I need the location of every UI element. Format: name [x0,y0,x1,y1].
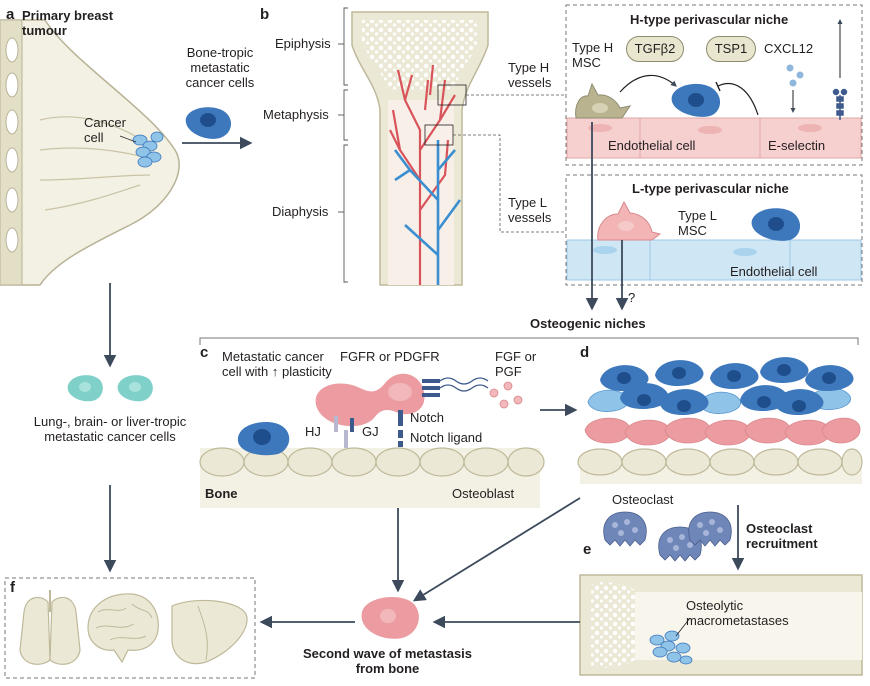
fgf-label: FGF or PGF [495,349,537,379]
osteogenic-bracket [199,337,859,345]
notch-label: Notch [410,410,444,425]
long-bone-illustration [351,11,566,286]
gj-label: GJ [362,424,379,439]
type-h-vessels-label: Type H vessels [508,60,552,90]
panel-f-letter: f [10,579,15,596]
e-selectin-label: E-selectin [768,138,826,153]
l-niche-title: L-type perivascular niche [632,181,789,196]
question-label: ? [628,290,636,305]
bone-tropic-cell [185,107,232,139]
zone-brackets [338,7,348,283]
panel-c-illustration [199,373,545,508]
hj-label: HJ [305,424,321,439]
osteolytic-label: Osteolytic macrometastases [686,598,789,628]
metastatic-cell-label: Metastatic cancer cell with ↑ plasticity [222,349,332,379]
panel-a-letter: a [6,6,15,23]
type-l-msc-label: Type L MSC [678,208,717,238]
arrow-d-to-wave [412,497,581,602]
type-h-msc-label: Type H MSC [572,40,614,70]
fgfr-label: FGFR or PDGFR [340,349,440,364]
other-tropic-cells [67,375,153,402]
tgfb2-pill: TGFβ2 [626,36,684,62]
breast-illustration [0,19,180,286]
cancer-cell-label: Cancer cell [84,115,126,145]
epiphysis-label: Epiphysis [275,36,331,51]
diaphysis-label: Diaphysis [272,204,329,219]
osteogenic-niches-label: Osteogenic niches [530,316,646,331]
osteoblast-label: Osteoblast [452,486,515,501]
h-niche-title: H-type perivascular niche [630,12,789,27]
bone-tropic-label: Bone-tropic metastatic cancer cells [185,45,255,90]
other-tropic-label: Lung-, brain- or liver-tropic metastatic… [33,414,187,444]
panel-d-illustration [577,357,863,562]
h-type-niche [565,4,863,166]
cxcl12-label: CXCL12 [764,41,814,56]
endothelial-cell-l-label: Endothelial cell [730,264,818,279]
panel-c-letter: c [200,344,209,361]
second-wave-cell [361,597,419,639]
recruitment-label: Osteoclast recruitment [746,521,818,551]
tsp1-pill: TSP1 [706,36,756,62]
osteoclast-label: Osteoclast [612,492,674,507]
panel-e-illustration [579,574,863,676]
primary-tumour-title: Primary breast tumour [22,8,114,38]
panel-b-letter: b [260,6,270,23]
second-wave-label: Second wave of metastasis from bone [302,646,473,676]
bone-label: Bone [205,486,238,501]
panel-f-illustration [4,577,256,679]
panel-d-letter: d [580,344,590,361]
l-type-niche [565,174,863,286]
notch-ligand-label: Notch ligand [410,430,483,445]
type-l-vessels-label: Type L vessels [508,195,552,225]
endothelial-cell-h-label: Endothelial cell [608,138,696,153]
panel-e-letter: e [583,541,592,558]
metaphysis-label: Metaphysis [263,107,329,122]
